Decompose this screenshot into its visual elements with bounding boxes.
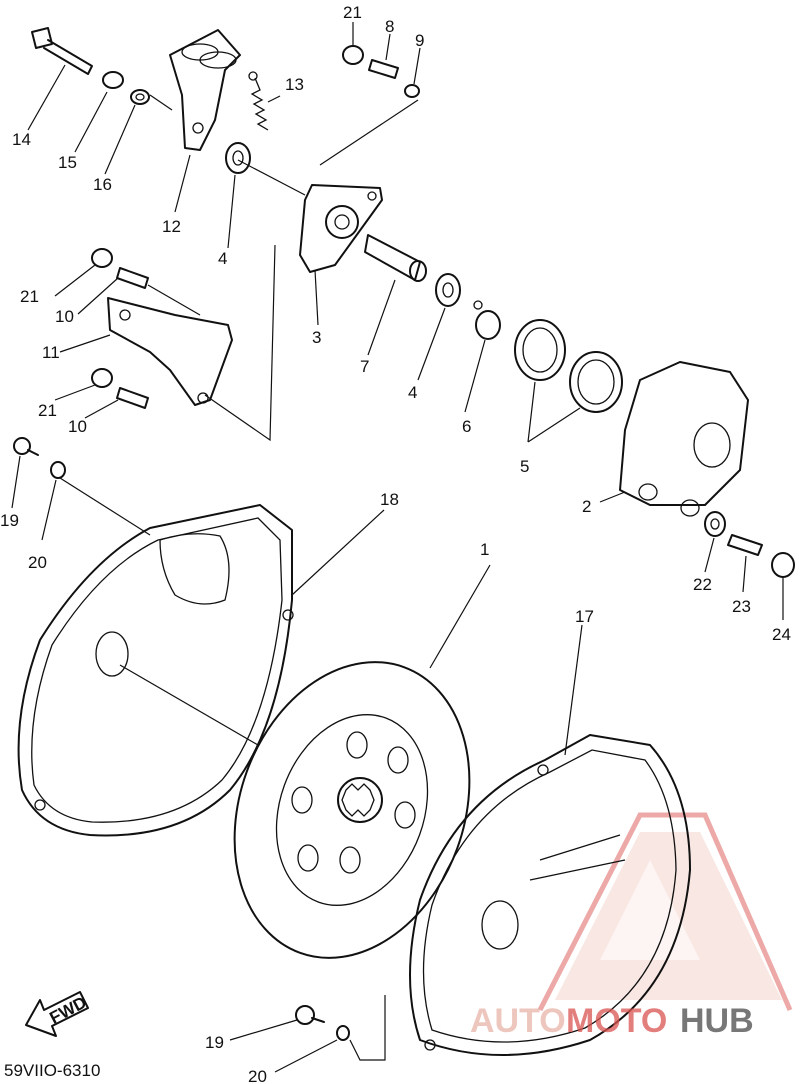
- part-8-stud: [368, 59, 399, 79]
- callout-24: 24: [772, 625, 791, 644]
- callout-22: 22: [693, 575, 712, 594]
- watermark-hub: HUB: [680, 1002, 754, 1040]
- callout-16: 16: [93, 175, 112, 194]
- part-21-nut-middle-upper: [91, 248, 113, 268]
- leader-lines: [11, 22, 784, 1073]
- callout-18: 18: [380, 490, 399, 509]
- callout-14: 14: [12, 130, 31, 149]
- part-15-nut: [102, 71, 124, 89]
- part-10-stud-upper: [116, 267, 149, 289]
- callout-12: 12: [162, 217, 181, 236]
- callout-21-middle: 21: [20, 287, 39, 306]
- callout-13: 13: [285, 75, 304, 94]
- callout-10-upper: 10: [55, 307, 74, 326]
- callout-2: 2: [582, 497, 591, 516]
- callout-21-top: 21: [343, 3, 362, 22]
- watermark-logo: [537, 812, 793, 1012]
- part-16-washer: [130, 89, 150, 105]
- callout-17: 17: [575, 607, 594, 626]
- part-21-nut-top: [342, 45, 364, 65]
- part-5-piston-inner: [514, 319, 566, 381]
- diagram-code: 59VIIO-6310: [4, 1061, 100, 1080]
- callout-9: 9: [415, 31, 424, 50]
- part-11-mounting-bracket: [107, 297, 233, 406]
- part-10-stud-lower: [116, 387, 149, 409]
- callout-4-upper: 4: [218, 249, 227, 268]
- part-23-bolt: [727, 534, 763, 556]
- fwd-arrow: FWD: [25, 991, 90, 1037]
- part-19-screw-lower: [295, 1005, 325, 1025]
- callout-7: 7: [360, 357, 369, 376]
- callout-21-lower: 21: [38, 401, 57, 420]
- watermark-auto: AUTO: [470, 1002, 566, 1040]
- part-6-pin: [473, 300, 501, 340]
- part-17-disc-cover: [409, 734, 691, 1056]
- callout-20-lower: 20: [248, 1067, 267, 1084]
- part-7-shaft: [364, 234, 427, 282]
- callout-15: 15: [58, 153, 77, 172]
- part-20-washer-upper: [50, 461, 66, 479]
- part-1-brake-disc: [233, 661, 471, 959]
- part-24-nut: [771, 552, 795, 578]
- callout-19-upper: 19: [0, 511, 19, 530]
- callout-19-lower: 19: [205, 1033, 224, 1052]
- part-12-lever-arm: [169, 29, 241, 151]
- watermark-text: AUTO MOTO HUB: [470, 1002, 754, 1040]
- callout-6: 6: [462, 417, 471, 436]
- callout-5: 5: [520, 457, 529, 476]
- part-2-caliper-body: [619, 361, 749, 517]
- callout-23: 23: [732, 597, 751, 616]
- part-19-screw-upper: [13, 437, 39, 456]
- callout-8: 8: [385, 17, 394, 36]
- callout-3: 3: [312, 328, 321, 347]
- callout-1: 1: [480, 540, 489, 559]
- part-14-bolt: [31, 27, 93, 75]
- part-13-spring: [248, 71, 269, 131]
- callout-11: 11: [42, 343, 60, 362]
- callout-20-upper: 20: [28, 553, 47, 572]
- callout-4-lower: 4: [408, 383, 417, 402]
- part-18-backing-plate: [17, 504, 294, 837]
- part-21-nut-middle-lower: [91, 368, 113, 388]
- part-4-washer-lower: [435, 273, 461, 307]
- part-4-washer-upper: [225, 142, 251, 174]
- watermark-moto: MOTO: [566, 1002, 667, 1040]
- part-22-washer: [704, 511, 726, 537]
- part-3-caliper-bracket: [299, 184, 383, 273]
- part-9-washer: [404, 84, 420, 98]
- callout-numbers: 1 2 3 4 4 5 6 7 8 9 10 10 11 12 13 14 15…: [0, 3, 791, 1084]
- part-20-washer-lower: [336, 1025, 350, 1041]
- part-5-piston-outer: [569, 351, 623, 413]
- callout-10-lower: 10: [68, 417, 87, 436]
